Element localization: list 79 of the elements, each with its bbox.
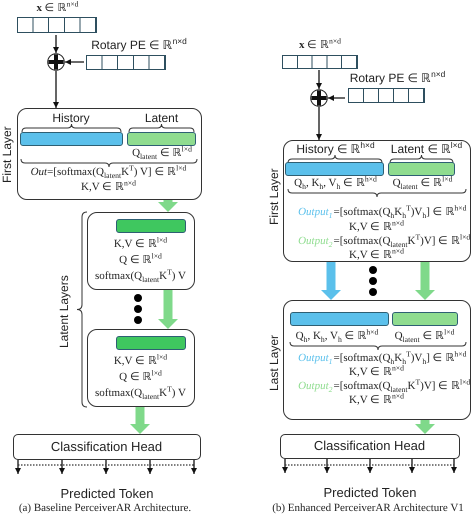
tensor-label: x ∈ ℝ$^{n×d}$ <box>36 2 79 15</box>
tensor-label: x ∈ ℝ$^{n×d}$ <box>298 39 342 52</box>
formula: =[softmax(Q$_{latent}$K$^{T}$)V] ∈ ℝ$^{l×d}$ <box>334 234 470 248</box>
formula: Q$_{h}$, K$_{h}$, V$_{h}$ ∈ ℝ$^{h×d}$ <box>294 176 377 190</box>
arrow <box>316 70 322 89</box>
arrow <box>53 35 59 53</box>
block-arrow <box>415 262 435 300</box>
output-label: Output$_{2}$ <box>298 380 332 392</box>
output-caption: Predicted Token <box>324 486 416 499</box>
block-arrow <box>158 290 178 329</box>
formula: Q$_{latent}$ ∈ ℝ$^{l×d}$ <box>132 146 192 160</box>
tensor-label: Rotary PE ∈ ℝ$^{n×d}$ <box>91 39 187 52</box>
embedding-bar <box>284 162 384 176</box>
embedding-bar <box>20 132 122 146</box>
arrow <box>53 71 59 108</box>
block-arrow <box>130 407 150 434</box>
formula: Q ∈ ℝ$^{l×d}$ <box>119 254 162 266</box>
embedding-bar <box>290 312 388 326</box>
block-arrow <box>158 200 178 212</box>
embedding-bar <box>388 162 454 176</box>
section-label: Latent ∈ ℝ$^{l×d}$ <box>390 142 462 156</box>
arrow <box>147 460 153 474</box>
arrow <box>191 460 197 474</box>
formula: softmax(Q$_{latent}$K$^{T}$) V <box>95 270 186 282</box>
formula: =[softmax(Q$_{h}$K$_{h}$$^{T}$)V$_{h}$] ∈ ℝ$^{h×d}$ <box>334 206 466 218</box>
formula: softmax(Q$_{latent}$K$^{T}$) V <box>95 386 186 400</box>
output-caption: Predicted Token <box>60 487 154 500</box>
formula: K,V ∈ ℝ$^{l×d}$ <box>114 354 168 368</box>
tensor-label: Rotary PE ∈ ℝ$^{n×d}$ <box>350 72 446 85</box>
figure-caption: (b) Enhanced PerceiverAR Architecture V1 <box>272 502 464 515</box>
embedding-bar <box>126 132 196 146</box>
arrow <box>59 460 65 474</box>
layer-panel <box>87 212 195 290</box>
block-arrow <box>415 420 435 434</box>
layer-panel <box>87 329 195 407</box>
formula: Q$_{latent}$ ∈ ℝ$^{l×d}$ <box>394 330 454 342</box>
embedding-bar <box>116 336 186 350</box>
adder-symbol <box>310 89 328 107</box>
layer-title: Last Layer <box>266 333 280 393</box>
embedding-bar <box>392 312 458 326</box>
formula: Q$_{h}$, K$_{h}$, V$_{h}$ ∈ ℝ$^{h×d}$ <box>296 330 378 342</box>
formula: =[softmax(Q$_{h}$K$_{h}$$^{T}$)V$_{h}$] ∈ ℝ$^{h×d}$ <box>334 352 466 364</box>
formula: K,V ∈ ℝ$^{n×d}$ <box>349 394 404 406</box>
formula: K,V ∈ ℝ$^{n×d}$ <box>81 180 136 194</box>
formula: K,V ∈ ℝ$^{l×d}$ <box>114 238 168 250</box>
figure-caption: (a) Baseline PerceiverAR Architecture. <box>18 502 192 515</box>
head-panel <box>13 434 201 460</box>
adder-symbol <box>47 53 65 71</box>
formula: Out=[softmax(Q$_{latent}$K$^{T}$) V] ∈ ℝ$^{l×d}$ <box>30 166 186 178</box>
output-label: Output$_{1}$ <box>298 206 332 218</box>
formula: Q ∈ ℝ$^{l×d}$ <box>119 370 162 384</box>
head-title: Classification Head <box>314 438 426 452</box>
head-panel <box>280 434 460 459</box>
output-label: Output$_{2}$ <box>298 234 332 248</box>
section-label: History ∈ ℝ$^{h×d}$ <box>296 142 375 156</box>
arrow <box>367 459 373 473</box>
group-label: Latent Layers <box>57 274 71 350</box>
arrow <box>316 107 322 140</box>
block-arrow <box>321 262 341 300</box>
embedding-bar <box>116 218 186 232</box>
arrow <box>15 460 21 474</box>
formula: K,V ∈ ℝ$^{n×d}$ <box>349 220 404 234</box>
formula: K,V ∈ ℝ$^{n×d}$ <box>349 366 404 378</box>
arrow <box>328 95 345 101</box>
formula: =[softmax(Q$_{latent}$K$^{T}$)V] ∈ ℝ$^{l×d}$ <box>334 380 470 392</box>
section-label: History <box>52 112 90 124</box>
formula: K,V ∈ ℝ$^{n×d}$ <box>349 248 404 262</box>
formula: Q$_{latent}$ ∈ ℝ$^{l×d}$ <box>392 176 452 190</box>
output-label: Output$_{1}$ <box>298 352 332 364</box>
arrow <box>103 460 109 474</box>
layer-title: First Layer <box>0 125 14 185</box>
layer-title: First Layer <box>266 167 280 227</box>
arrow <box>451 459 457 473</box>
arrow <box>282 459 288 473</box>
section-label: Latent <box>144 112 178 124</box>
head-title: Classification Head <box>50 440 162 452</box>
arrow <box>324 459 330 473</box>
arrow <box>65 59 84 65</box>
arrow <box>409 459 415 473</box>
